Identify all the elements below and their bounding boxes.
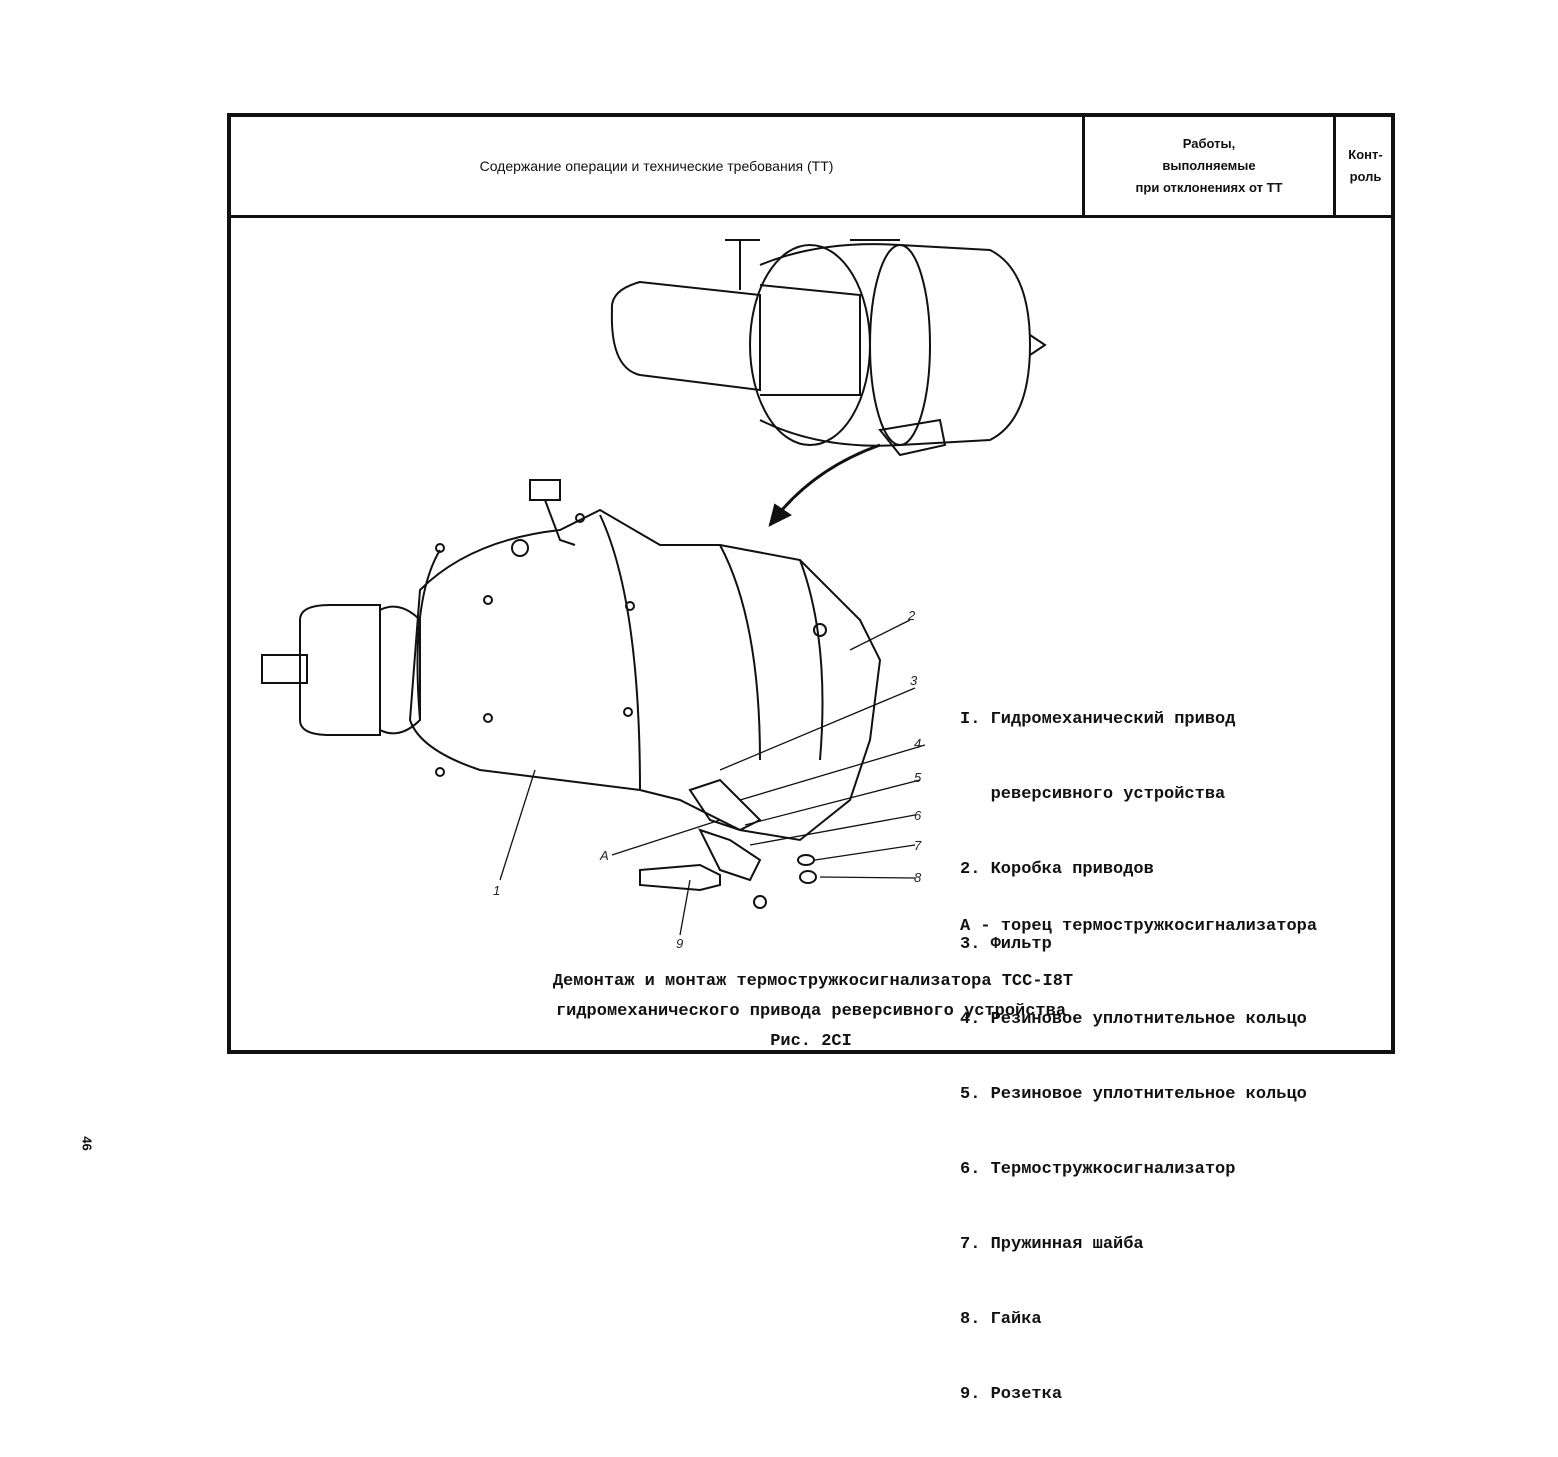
legend-item: 8. Гайка: [960, 1310, 1042, 1329]
callout-6: 6: [914, 808, 922, 823]
socket: [639, 863, 721, 892]
callout-5: 5: [914, 770, 922, 785]
callout-A: А: [599, 848, 609, 863]
callout-9: 9: [676, 936, 683, 951]
figure-number: Рис. 2СI: [770, 1032, 852, 1051]
legend-item: 2. Коробка приводов: [960, 860, 1154, 879]
header-deviation-line: при отклонениях от ТТ: [1135, 180, 1283, 195]
legend-note-a: А - торец термостружкосигнализатора: [960, 917, 1318, 936]
chip-signaler: [698, 828, 762, 882]
table-header: Содержание операции и технические требов…: [231, 117, 1391, 218]
header-deviation-line: Работы,: [1182, 136, 1236, 151]
callout-7: 7: [914, 838, 922, 853]
callout-3: 3: [910, 673, 918, 688]
drive-shaft-flange: [299, 604, 381, 736]
header-control: Конт- роль: [1336, 117, 1395, 215]
hydromechanical-drive-body: [408, 508, 882, 842]
parts-legend: I. Гидромеханический привод реверсивного…: [960, 657, 1307, 1457]
technical-illustration: 1 2 3 4 5 6 7 8 9 А: [261, 239, 1047, 951]
legend-item: 4. Резиновое уплотнительное кольцо: [960, 1010, 1307, 1029]
callout-8: 8: [914, 870, 922, 885]
figure-caption: Демонтаж и монтаж термостружкосигнализат…: [231, 967, 1391, 1057]
operation-card-frame: Содержание операции и технические требов…: [227, 113, 1395, 1404]
header-deviation-line: выполняемые: [1162, 158, 1256, 173]
engine-mount-bracket: [725, 239, 760, 290]
caption-line-1: Демонтаж и монтаж термостружкосигнализат…: [552, 972, 1074, 991]
legend-item: реверсивного устройства: [960, 785, 1226, 804]
engine-casing: [759, 243, 1032, 447]
legend-item: 6. Термостружкосигнализатор: [960, 1160, 1236, 1179]
callout-1: 1: [493, 883, 500, 898]
header-control-line: Конт-: [1348, 147, 1383, 162]
page-number: 46: [79, 1136, 95, 1151]
engine-nose-cone: [610, 280, 761, 392]
header-control-line: роль: [1349, 169, 1382, 184]
header-operation-content: Содержание операции и технические требов…: [231, 117, 1085, 215]
legend-item: 3. Фильтр: [960, 935, 1052, 954]
fitting-top: [529, 479, 561, 501]
legend-item: 7. Пружинная шайба: [960, 1235, 1144, 1254]
caption-line-2: гидромеханического привода реверсивного …: [555, 1002, 1067, 1021]
legend-item: I. Гидромеханический привод: [960, 710, 1236, 729]
callout-4: 4: [914, 736, 921, 751]
callout-2: 2: [907, 608, 916, 623]
filter-housing: [688, 778, 762, 832]
header-deviation-works: Работы, выполняемые при отклонениях от Т…: [1085, 117, 1336, 215]
legend-item: 5. Резиновое уплотнительное кольцо: [960, 1085, 1307, 1104]
legend-item: 9. Розетка: [960, 1385, 1063, 1404]
